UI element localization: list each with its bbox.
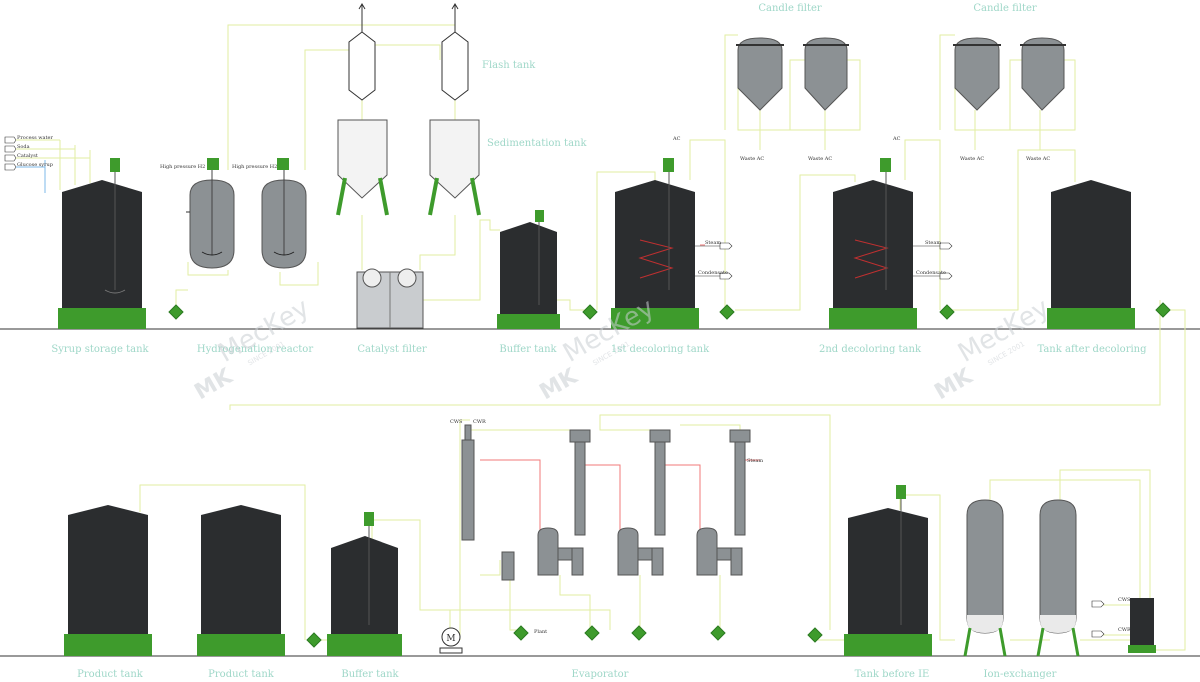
label-buffer-tank-top: Buffer tank: [499, 344, 557, 355]
label-tank-before-ie: Tank before IE: [855, 669, 930, 680]
valve: [807, 627, 823, 643]
tag-steam-2: Steam: [925, 240, 941, 246]
label-catalyst-filter: Catalyst filter: [357, 344, 427, 355]
tag-plant: Plant: [534, 629, 547, 635]
input-label-catalyst: Catalyst: [17, 153, 38, 159]
candle-filter-2b: [1020, 37, 1066, 111]
candle-filter-1a: [736, 37, 784, 111]
label-ion-exchanger: Ion-exchanger: [984, 669, 1057, 680]
label-flash-tank: Flash tank: [482, 60, 536, 71]
candle-filter-2a: [953, 37, 1001, 111]
valve: [584, 625, 600, 641]
valve: [582, 304, 598, 320]
candle-filter-1b: [803, 37, 849, 111]
tank-after-decoloring: [1047, 180, 1135, 329]
tag-high-pressure-h2-2: High pressure H2: [232, 164, 277, 170]
label-first-decoloring-tank: 1st decoloring tank: [611, 344, 710, 355]
tag-cws: CWS: [450, 419, 463, 425]
tag-condensate-1: Condensate: [698, 270, 728, 276]
tag-cwr: CWR: [473, 419, 486, 425]
buffer-tank-top: [497, 210, 560, 329]
valve: [631, 625, 647, 641]
watermark-logo: MK: [536, 364, 583, 406]
flash-tank-2: [441, 3, 469, 101]
pump: M: [439, 627, 463, 654]
tag-waste-ac-3: Waste AC: [960, 156, 984, 162]
tag-high-pressure-h2-1: High pressure H2: [160, 164, 205, 170]
input-label-process-water: Process water: [17, 135, 53, 141]
valve: [939, 304, 955, 320]
valve: [168, 304, 184, 320]
label-evaporator: Evaporator: [572, 669, 629, 680]
tag-waste-ac-1: Waste AC: [740, 156, 764, 162]
label-buffer-tank-bottom: Buffer tank: [341, 669, 399, 680]
product-tank-1: [64, 505, 152, 656]
tank-before-ie: [844, 485, 932, 656]
steam-ports-1: Steam Condensate: [695, 240, 733, 280]
second-decoloring-tank: [829, 158, 917, 329]
tag-condensate-2: Condensate: [916, 270, 946, 276]
input-label-soda: Soda: [17, 144, 30, 150]
sedimentation-tank-2: [428, 119, 481, 216]
tag-ac-2: AC: [892, 136, 901, 142]
valve: [719, 304, 735, 320]
catalyst-filter: [356, 268, 424, 329]
valve: [306, 632, 322, 648]
label-product-tank-1: Product tank: [77, 669, 144, 680]
hydrogenation-reactor-1: [186, 158, 235, 269]
tag-cwr-ie: CWR: [1118, 627, 1131, 633]
svg-text:M: M: [446, 634, 455, 644]
first-decoloring-tank: [611, 158, 699, 329]
ion-exchanger-2: [1036, 499, 1080, 657]
label-second-decoloring-tank: 2nd decoloring tank: [819, 344, 922, 355]
tag-ac-1: AC: [672, 136, 681, 142]
label-hydrogenation-reactor: Hydrogenation reactor: [197, 344, 313, 355]
heat-exchanger: CWS CWR: [1091, 597, 1156, 653]
ion-exchanger-1: [963, 499, 1007, 657]
tag-waste-ac-2: Waste AC: [808, 156, 832, 162]
valve: [1155, 302, 1171, 318]
hydrogenation-reactor-2: [261, 158, 307, 269]
watermark-logo: MK: [191, 364, 238, 406]
label-tank-after-decoloring: Tank after decoloring: [1037, 344, 1147, 355]
evaporator: [461, 424, 751, 581]
label-candle-filter-1: Candle filter: [758, 3, 822, 14]
buffer-tank-bottom: [327, 512, 402, 656]
sedimentation-tank-1: [336, 119, 389, 216]
steam-ports-2: Steam Condensate: [913, 240, 953, 280]
input-label-glucose-syrup: Glucose syrup: [17, 162, 53, 168]
flash-tank-1: [348, 3, 376, 101]
valve: [513, 625, 529, 641]
tag-cws-ie: CWS: [1118, 597, 1131, 603]
label-syrup-storage-tank: Syrup storage tank: [51, 344, 149, 355]
tag-steam-1: Steam: [705, 240, 721, 246]
tag-steam-evaporator: Steam: [747, 458, 763, 464]
label-sedimentation-tank: Sedimentation tank: [487, 138, 587, 149]
product-tank-2: [197, 505, 285, 656]
input-streams: Process water Soda Catalyst Glucose syru…: [4, 135, 90, 171]
valve: [710, 625, 726, 641]
tag-waste-ac-4: Waste AC: [1026, 156, 1050, 162]
label-product-tank-2: Product tank: [208, 669, 275, 680]
syrup-storage-tank: [58, 158, 146, 329]
watermark-logo: MK: [931, 364, 978, 406]
label-candle-filter-2: Candle filter: [973, 3, 1037, 14]
